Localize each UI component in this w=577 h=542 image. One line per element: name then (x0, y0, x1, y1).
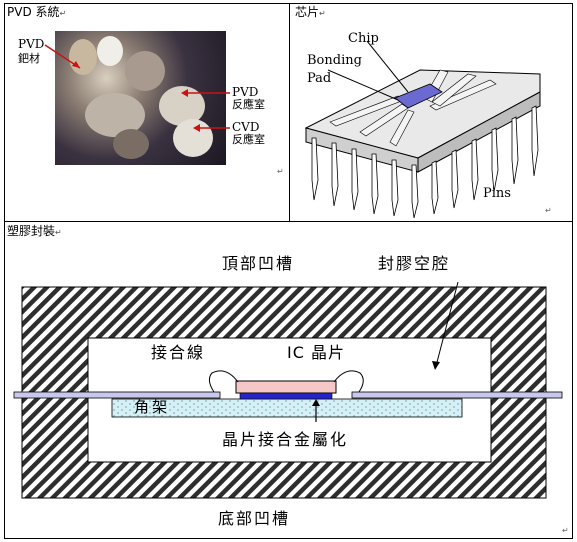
pins-label: Pins (483, 186, 511, 201)
pvd-chamber-label-zh: 反應室 (232, 98, 265, 111)
top-cavity-label: 頂部凹槽 (222, 254, 295, 274)
lead-frame-label: 角架 (134, 398, 171, 416)
die-attach-layer (239, 392, 333, 400)
seal-cavity-label: 封膠空腔 (378, 254, 451, 274)
cell-header-plastic-package: 塑膠封裝↵ (7, 224, 62, 240)
ic-chip-label: IC 晶片 (287, 343, 345, 362)
chip-package-body (304, 69, 541, 173)
photo-technician-shape (97, 36, 123, 66)
bond-wire-label: 接合線 (151, 343, 206, 362)
table-border-middle (4, 221, 573, 222)
seal-cavity-pointer-line (435, 281, 459, 367)
paragraph-mark: ↵ (277, 167, 284, 176)
paragraph-mark: ↵ (55, 228, 62, 237)
pvd-chamber-arrowhead (181, 89, 188, 97)
bonding-pad-pointer-line (327, 69, 399, 101)
pvd-arrows (44, 44, 230, 132)
chip-label: Chip (348, 31, 379, 46)
photo-target-shape (69, 39, 97, 75)
paragraph-mark: ↵ (319, 9, 326, 18)
pvd-chamber-label-en: PVD (232, 85, 259, 99)
die-attach-label: 晶片接合金屬化 (222, 430, 349, 449)
seal-cavity-arrowhead (432, 361, 440, 370)
chip-pins-side (431, 105, 539, 215)
chip-lead-traces (329, 69, 497, 147)
cell-header-chip: 芯片↵ (295, 5, 326, 21)
chip-die (394, 83, 443, 109)
photo-base-shape (113, 129, 149, 159)
die-attach-arrowhead (312, 399, 320, 406)
lead-right (351, 391, 563, 399)
target-arrowhead (72, 61, 80, 68)
plastic-package-title: 塑膠封裝 (7, 224, 56, 238)
chip-title: 芯片 (295, 5, 320, 19)
paragraph-mark: ↵ (59, 9, 67, 18)
document-table: PVD 系統↵ 芯片↵ 塑膠封裝↵ (4, 3, 573, 539)
paragraph-mark: ↵ (545, 206, 552, 215)
bond-wire-left (208, 370, 239, 393)
chip-pins-front (311, 137, 419, 219)
photo-chamber-shape (125, 51, 165, 91)
cvd-chamber-arrowhead (193, 124, 200, 132)
pvd-system-title: PVD 系統 (7, 5, 60, 19)
ic-chip (235, 380, 337, 394)
table-column-divider (289, 3, 290, 222)
pad-label: Pad (307, 71, 332, 86)
cvd-chamber-label-en: CVD (232, 120, 260, 134)
paragraph-mark: ↵ (562, 526, 569, 535)
photo-cvd-chamber-shape (173, 119, 213, 157)
pvd-target-label-zh: 鈀材 (18, 52, 40, 65)
pvd-target-label-en: PVD (18, 37, 45, 51)
table-border-right (572, 3, 573, 539)
table-border-left (4, 3, 5, 539)
chip-diagram (304, 40, 541, 219)
table-border-top (4, 3, 573, 4)
bond-wire-right (333, 370, 364, 393)
lead-left (13, 391, 221, 399)
chip-pointer-line (366, 40, 409, 93)
pvd-system-photo (55, 31, 226, 165)
bonding-label: Bonding (307, 53, 362, 68)
table-border-bottom (4, 538, 573, 539)
cvd-chamber-label-zh: 反應室 (232, 133, 265, 146)
cell-header-pvd-system: PVD 系統↵ (7, 5, 66, 21)
bottom-cavity-label: 底部凹槽 (218, 509, 291, 529)
